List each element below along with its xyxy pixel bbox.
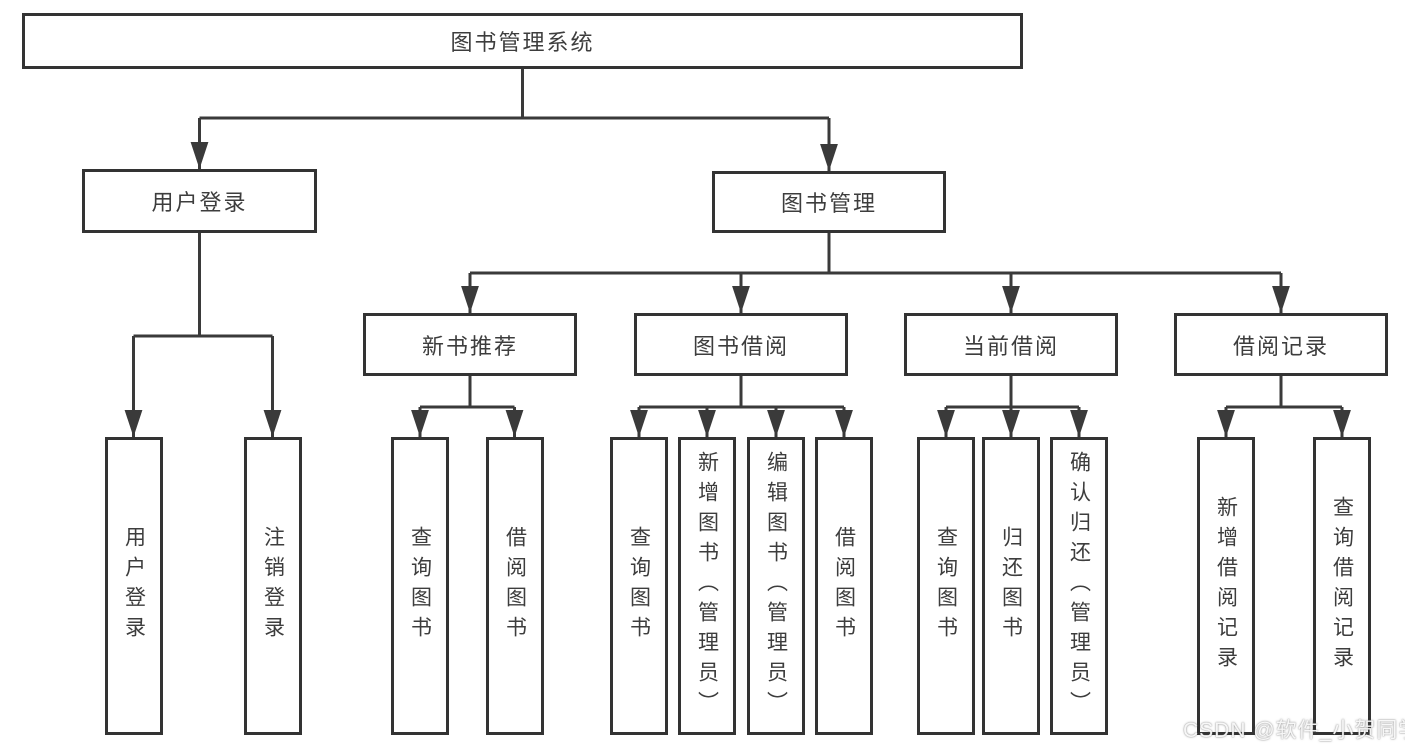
leaf-edit-books-admin: 编辑图书（管理员） (747, 437, 805, 735)
node-root: 图书管理系统 (22, 13, 1023, 69)
leaf-borrow-books-1-label: 借阅图书 (503, 526, 527, 646)
node-new-book-recommend-label: 新书推荐 (421, 333, 518, 359)
leaf-query-borrow-record: 查询借阅记录 (1313, 437, 1371, 735)
leaf-add-books-admin: 新增图书（管理员） (678, 437, 736, 735)
leaf-query-books-1-label: 查询图书 (408, 526, 432, 646)
node-book-borrow-label: 图书借阅 (692, 333, 789, 359)
leaf-query-books-1: 查询图书 (391, 437, 449, 735)
leaf-query-books-3: 查询图书 (917, 437, 975, 735)
node-user-login-label: 用户登录 (151, 190, 248, 215)
leaf-user-login-label: 用户登录 (122, 526, 146, 646)
leaf-borrow-books-2: 借阅图书 (815, 437, 873, 735)
leaf-query-books-2-label: 查询图书 (627, 526, 651, 646)
node-user-login: 用户登录 (82, 169, 317, 233)
node-book-management-label: 图书管理 (780, 191, 877, 216)
leaf-logout: 注销登录 (244, 437, 302, 735)
node-current-borrow-label: 当前借阅 (962, 333, 1059, 359)
leaf-user-login: 用户登录 (105, 437, 163, 735)
leaf-return-books: 归还图书 (982, 437, 1040, 735)
leaf-add-borrow-record: 新增借阅记录 (1197, 437, 1255, 735)
node-book-borrow: 图书借阅 (634, 313, 848, 376)
node-current-borrow: 当前借阅 (904, 313, 1118, 376)
leaf-borrow-books-2-label: 借阅图书 (832, 526, 856, 646)
node-root-label: 图书管理系统 (450, 30, 595, 55)
leaf-edit-books-admin-label: 编辑图书（管理员） (764, 451, 788, 721)
leaf-confirm-return-admin: 确认归还（管理员） (1050, 437, 1108, 735)
node-borrow-records: 借阅记录 (1174, 313, 1388, 376)
leaf-return-books-label: 归还图书 (999, 526, 1023, 646)
leaf-add-borrow-record-label: 新增借阅记录 (1214, 496, 1238, 676)
leaf-confirm-return-admin-label: 确认归还（管理员） (1067, 451, 1091, 721)
leaf-query-books-2: 查询图书 (610, 437, 668, 735)
leaf-query-borrow-record-label: 查询借阅记录 (1330, 496, 1354, 676)
leaf-add-books-admin-label: 新增图书（管理员） (695, 451, 719, 721)
node-borrow-records-label: 借阅记录 (1232, 333, 1329, 359)
leaf-logout-label: 注销登录 (261, 526, 285, 646)
node-new-book-recommend: 新书推荐 (363, 313, 577, 376)
node-book-management: 图书管理 (712, 171, 946, 233)
leaf-borrow-books-1: 借阅图书 (486, 437, 544, 735)
leaf-query-books-3-label: 查询图书 (934, 526, 958, 646)
